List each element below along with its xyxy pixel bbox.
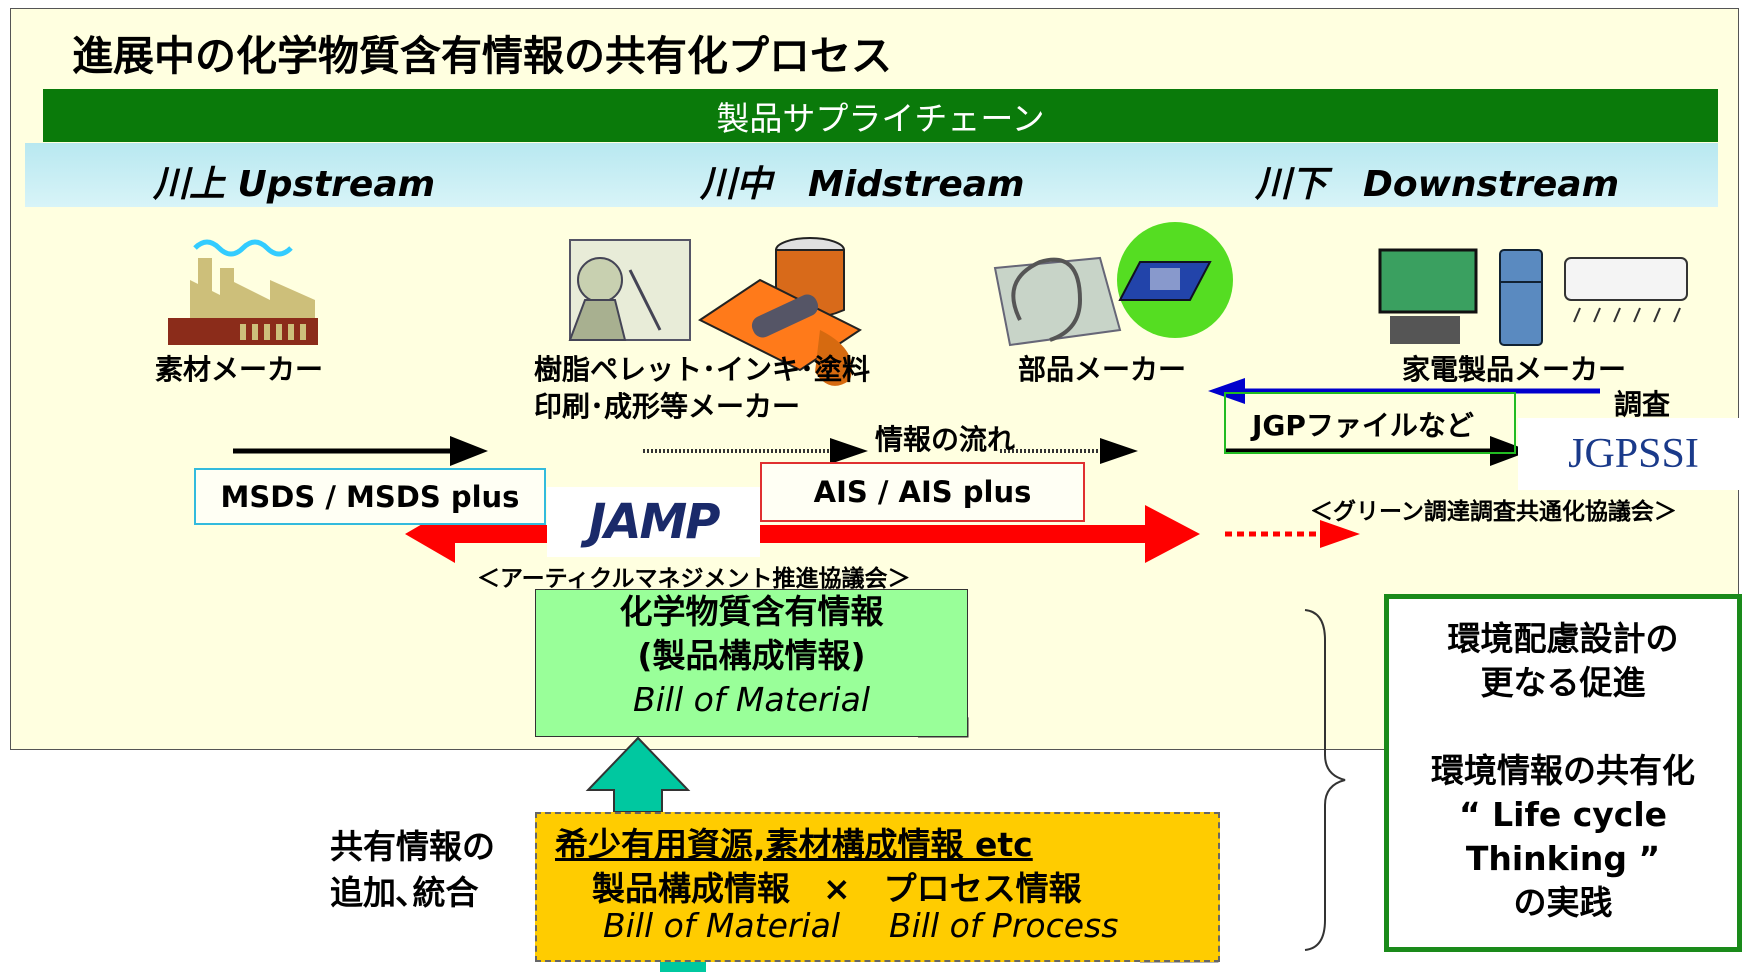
msds-label: MSDS / MSDS plus xyxy=(220,479,520,514)
appliance-maker-label: 家電製品メーカー xyxy=(1402,353,1627,386)
cable-chip-icon xyxy=(993,222,1233,347)
paint-can-icon xyxy=(698,237,862,386)
yellow-line-2: 製品構成情報 × プロセス情報 xyxy=(592,869,1082,908)
stream-bar: 川上 Upstream 川中 Midstream 川下 Downstream xyxy=(25,143,1718,207)
page-title: 進展中の化学物質含有情報の共有化プロセス xyxy=(72,32,892,80)
ais-label: AIS / AIS plus xyxy=(813,475,1032,509)
shared-info-line-2: 追加､統合 xyxy=(330,873,479,912)
parts-maker-label: 部品メーカー xyxy=(1018,353,1187,386)
midstream-label: 川中 Midstream xyxy=(700,164,1025,205)
shared-info-line-1: 共有情報の xyxy=(330,827,495,866)
yellow-info-box: 希少有用資源,素材構成情報 etc 製品構成情報 × プロセス情報 Bill o… xyxy=(535,812,1220,962)
supply-chain-label: 製品サプライチェーン xyxy=(716,98,1045,138)
brace xyxy=(1304,609,1346,951)
survey-label: 調査 xyxy=(1614,388,1671,421)
center-line-1: 化学物質含有情報 xyxy=(619,592,884,631)
yellow-line-3a: Bill of Material xyxy=(603,906,840,945)
survey-arrow xyxy=(1208,378,1600,404)
factory-icon xyxy=(168,239,318,345)
center-line-2: (製品構成情報) xyxy=(637,636,866,675)
worker-paint-icon xyxy=(568,239,691,341)
center-line-3: Bill of Material xyxy=(633,680,870,719)
tv-icon xyxy=(1378,248,1478,344)
downstream-label: 川下 Downstream xyxy=(1255,164,1620,205)
right-line-1: 環境配慮設計の xyxy=(1447,619,1679,658)
yellow-line-3b: Bill of Process xyxy=(889,906,1119,945)
fridge-icon xyxy=(1499,249,1543,346)
ais-box: AIS / AIS plus xyxy=(760,462,1085,522)
jgp-label: JGPファイルなど xyxy=(1252,409,1474,442)
jgp-frame xyxy=(1224,392,1516,454)
info-flow-arrow xyxy=(643,438,1138,464)
right-line-6: の実践 xyxy=(1513,883,1613,922)
gpssi-org-label: ＜グリーン調達調査共通化協議会＞ xyxy=(1310,499,1677,525)
material-maker-label: 素材メーカー xyxy=(155,353,324,386)
right-line-4: “ Life cycle xyxy=(1458,795,1668,834)
center-info-box: 化学物質含有情報 (製品構成情報) Bill of Material xyxy=(535,589,968,737)
jamp-org-label: ＜アーティクルマネジメント推進協議会＞ xyxy=(477,566,911,592)
msds-arrow xyxy=(233,436,488,466)
right-line-3: 環境情報の共有化 xyxy=(1431,751,1695,790)
upstream-label: 川上 Upstream xyxy=(153,164,436,205)
right-summary-box: 環境配慮設計の 更なる促進 環境情報の共有化 “ Life cycle Thin… xyxy=(1384,594,1742,952)
jgp-arrow xyxy=(1225,436,1530,466)
aircon-icon xyxy=(1564,257,1688,323)
jamp-logo: JAMP xyxy=(547,487,760,557)
msds-box: MSDS / MSDS plus xyxy=(194,468,546,525)
gpssi-logo: JGPSSI xyxy=(1518,418,1749,490)
yellow-line-1: 希少有用資源,素材構成情報 etc xyxy=(555,825,1033,864)
resin-maker-label-1: 樹脂ペレット･インキ･塗料 xyxy=(534,353,871,386)
right-line-2: 更なる促進 xyxy=(1480,663,1646,702)
resin-maker-label-2: 印刷･成形等メーカー xyxy=(534,390,801,423)
info-flow-label: 情報の流れ xyxy=(875,423,1016,456)
supply-chain-bar: 製品サプライチェーン xyxy=(43,89,1718,142)
right-line-5: Thinking ” xyxy=(1465,839,1661,878)
